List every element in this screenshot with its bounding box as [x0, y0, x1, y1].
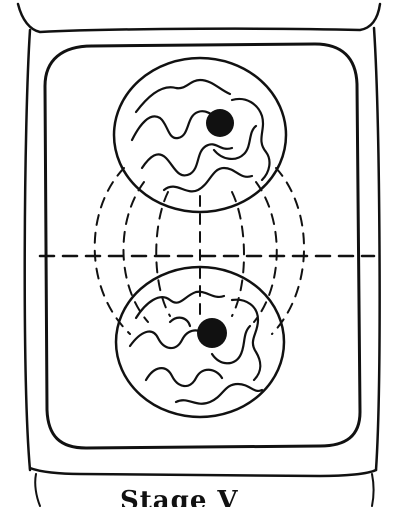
upper-daughter-nucleus [114, 58, 286, 212]
nucleolus-lower [197, 318, 227, 348]
spindle-fibres [95, 168, 304, 334]
chromatin-upper [132, 80, 269, 191]
chromatin-lower [130, 292, 262, 404]
nucleolus-upper [206, 109, 234, 137]
figure-caption: Stage V [120, 481, 250, 507]
cell-wall [45, 44, 360, 448]
